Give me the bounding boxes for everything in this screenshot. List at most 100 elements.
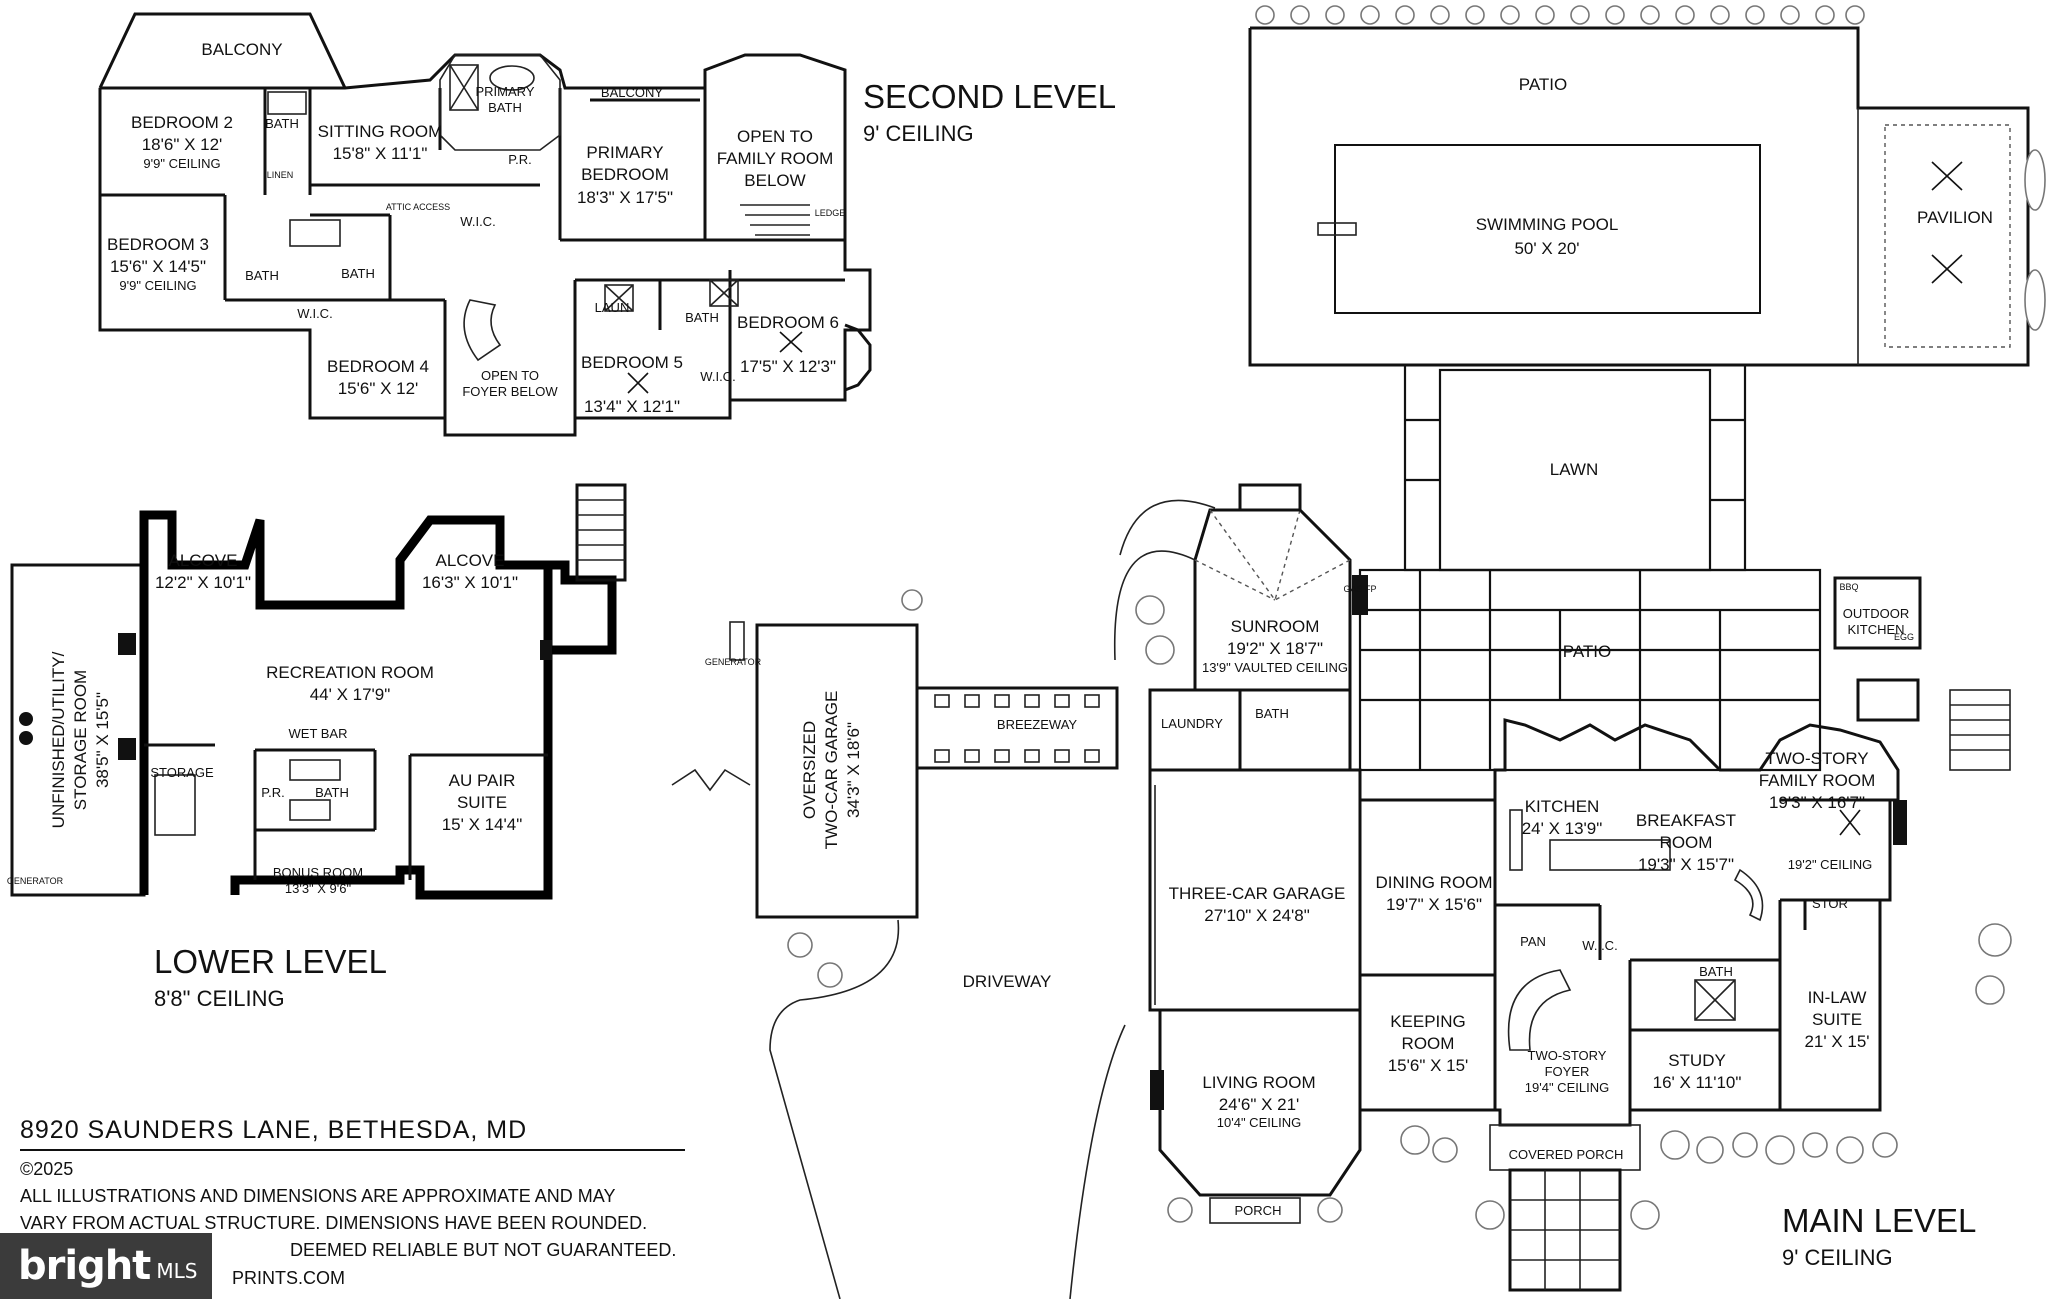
label-primary-bedroom-dim: 18'3" X 17'5" (577, 188, 673, 207)
label-bbq: BBQ (1839, 582, 1858, 592)
label-wic-primary: W.I.C. (460, 214, 495, 229)
label-family-room-dim: 19'3" X 16'7" (1769, 793, 1865, 812)
label-family-room-1: TWO-STORY (1765, 749, 1868, 768)
label-bedroom-6: BEDROOM 6 (737, 313, 839, 332)
label-sunroom-dim: 19'2" X 18'7" (1227, 639, 1323, 658)
label-kitchen-dim: 24' X 13'9" (1522, 819, 1603, 838)
label-bedroom-2-dim: 18'6" X 12' (142, 135, 223, 154)
label-unfinished-dim: 38'5" X 15'5" (93, 692, 112, 788)
disclaimer-line-1: ALL ILLUSTRATIONS AND DIMENSIONS ARE APP… (20, 1186, 615, 1206)
label-patio-top: PATIO (1519, 75, 1568, 94)
label-in-law-dim: 21' X 15' (1804, 1032, 1869, 1051)
label-bath-sunroom: BATH (1255, 706, 1289, 721)
label-bedroom-2-ceiling: 9'9" CEILING (143, 156, 220, 171)
level-title-second: SECOND LEVEL (863, 78, 1116, 115)
label-breakfast-room-dim: 19'3" X 15'7" (1638, 855, 1734, 874)
label-in-law-2: SUITE (1812, 1010, 1862, 1029)
label-au-pair-dim: 15' X 14'4" (442, 815, 523, 834)
label-swimming-pool-dim: 50' X 20' (1514, 239, 1579, 258)
label-bedroom-5: BEDROOM 5 (581, 353, 683, 372)
label-kitchen: KITCHEN (1525, 797, 1600, 816)
disclaimer-line-3: DEEMED RELIABLE BUT NOT GUARANTEED. (290, 1240, 676, 1260)
label-wet-bar: WET BAR (289, 726, 348, 741)
label-porch: PORCH (1235, 1203, 1282, 1218)
brand-name: bright (18, 1243, 151, 1289)
label-swimming-pool: SWIMMING POOL (1476, 215, 1619, 234)
brand-suffix: MLS (156, 1259, 198, 1283)
label-alcove-2-dim: 16'3" X 10'1" (422, 573, 518, 592)
label-au-pair-2: SUITE (457, 793, 507, 812)
lower-level-plan (10, 483, 627, 900)
second-level-plan (98, 12, 872, 437)
label-outdoor-kitchen-2: KITCHEN (1847, 622, 1904, 637)
label-pavilion: PAVILION (1917, 208, 1993, 227)
label-attic-access: ATTIC ACCESS (386, 202, 450, 212)
label-alcove-2: ALCOVE (436, 551, 505, 570)
label-dining-room: DINING ROOM (1375, 873, 1492, 892)
label-bath-lower: BATH (315, 785, 349, 800)
label-garage-2-1: OVERSIZED (800, 721, 819, 819)
label-storage: STORAGE (150, 765, 214, 780)
level-title-main: MAIN LEVEL (1782, 1202, 1976, 1239)
label-breezeway: BREEZEWAY (997, 717, 1078, 732)
label-covered-porch: COVERED PORCH (1509, 1147, 1624, 1162)
label-breakfast-room-1: BREAKFAST (1636, 811, 1736, 830)
label-bedroom-2: BEDROOM 2 (131, 113, 233, 132)
label-alcove-1: ALCOVE (169, 551, 238, 570)
label-foyer-2: FOYER (1545, 1064, 1590, 1079)
level-ceiling-lower: 8'8" CEILING (154, 986, 285, 1011)
label-open-family-2: FAMILY ROOM (717, 149, 834, 168)
label-linen: LINEN (267, 170, 294, 180)
label-in-law-1: IN-LAW (1808, 988, 1867, 1007)
label-foyer-ceiling: 19'4" CEILING (1525, 1080, 1609, 1095)
label-garage-2-group: OVERSIZED TWO-CAR GARAGE 34'3" X 18'6" (800, 691, 863, 850)
swimming-pool (1334, 144, 1761, 314)
property-address: 8920 SAUNDERS LANE, BETHESDA, MD (20, 1116, 527, 1144)
exterior-plan (671, 5, 2046, 1299)
label-foyer-1: TWO-STORY (1528, 1048, 1607, 1063)
label-open-family-1: OPEN TO (737, 127, 813, 146)
label-unfinished-2: STORAGE ROOM (71, 670, 90, 810)
brand-watermark: bright MLS (0, 1233, 212, 1299)
level-ceiling-second: 9' CEILING (863, 121, 974, 146)
label-three-car-garage: THREE-CAR GARAGE (1169, 884, 1346, 903)
label-egg: EGG (1894, 632, 1914, 642)
label-keeping-room-1: KEEPING (1390, 1012, 1466, 1031)
label-bath-2: BATH (265, 116, 299, 131)
level-title-lower: LOWER LEVEL (154, 943, 387, 980)
label-outdoor-kitchen-1: OUTDOOR (1843, 606, 1909, 621)
label-balcony-primary: BALCONY (601, 85, 663, 100)
label-open-foyer-2: FOYER BELOW (462, 384, 558, 399)
label-primary-bedroom-1: PRIMARY (586, 143, 663, 162)
label-open-foyer-1: OPEN TO (481, 368, 539, 383)
label-study: STUDY (1668, 1051, 1726, 1070)
label-family-room-ceiling: 19'2" CEILING (1788, 857, 1872, 872)
label-keeping-room-dim: 15'6" X 15' (1388, 1056, 1469, 1075)
disclaimer-line-4: PRINTS.COM (232, 1268, 345, 1288)
label-sitting-room-dim: 15'8" X 11'1" (333, 144, 428, 163)
label-garage-2-dim: 34'3" X 18'6" (844, 722, 863, 818)
label-generator-lower: GENERATOR (7, 876, 64, 886)
label-bedroom-3: BEDROOM 3 (107, 235, 209, 254)
label-bonus-room-dim: 13'3" X 9'6" (285, 881, 352, 896)
label-bedroom-3-ceiling: 9'9" CEILING (119, 278, 196, 293)
label-primary-bedroom-2: BEDROOM (581, 165, 669, 184)
label-laundry: LAUNDRY (1161, 716, 1223, 731)
label-driveway: DRIVEWAY (963, 972, 1052, 991)
label-ledge: LEDGE (815, 208, 846, 218)
label-balcony-second: BALCONY (201, 40, 282, 59)
copyright: ©2025 (20, 1159, 73, 1179)
label-garage-2-2: TWO-CAR GARAGE (822, 691, 841, 850)
label-primary-bath-1: PRIMARY (476, 84, 535, 99)
label-bedroom-6-dim: 17'5" X 12'3" (740, 357, 836, 376)
label-unfinished-1: UNFINISHED/UTILITY/ (49, 651, 68, 828)
label-bath-main: BATH (1699, 964, 1733, 979)
label-dining-room-dim: 19'7" X 15'6" (1386, 895, 1482, 914)
label-unfinished-group: UNFINISHED/UTILITY/ STORAGE ROOM 38'5" X… (49, 651, 112, 828)
label-open-family-3: BELOW (744, 171, 805, 190)
label-recreation-room-dim: 44' X 17'9" (310, 685, 391, 704)
label-au-pair-1: AU PAIR (449, 771, 516, 790)
label-keeping-room-2: ROOM (1402, 1034, 1455, 1053)
label-study-dim: 16' X 11'10" (1653, 1073, 1742, 1092)
